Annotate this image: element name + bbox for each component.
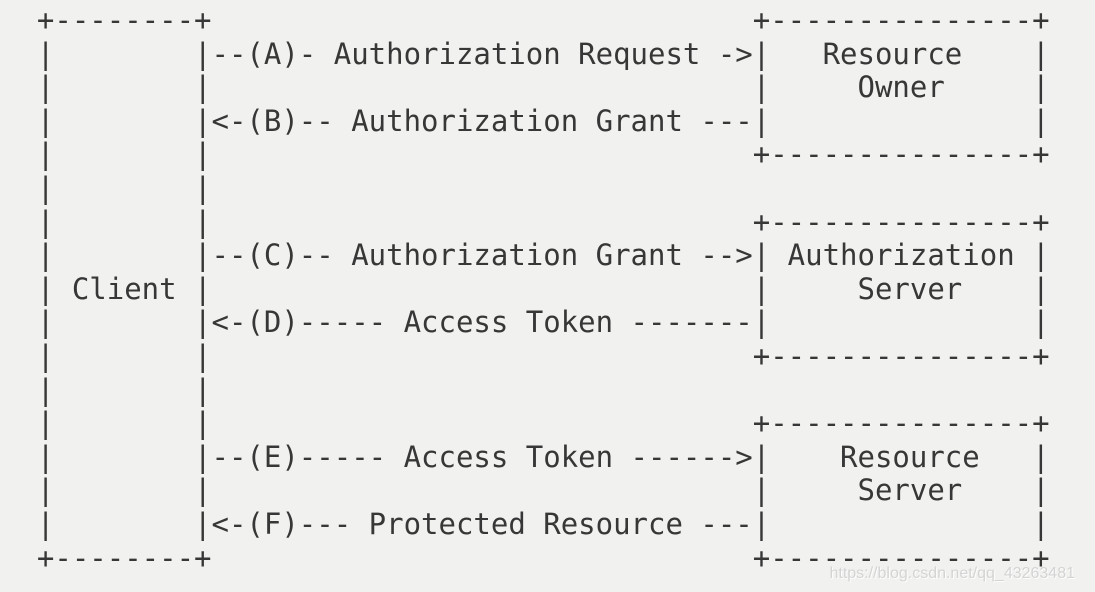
oauth-flow-ascii-diagram: +--------+ +---------------+ | |--(A)- A… <box>36 3 1050 575</box>
csdn-watermark-url: https://blog.csdn.net/qq_43263481 <box>829 565 1075 582</box>
